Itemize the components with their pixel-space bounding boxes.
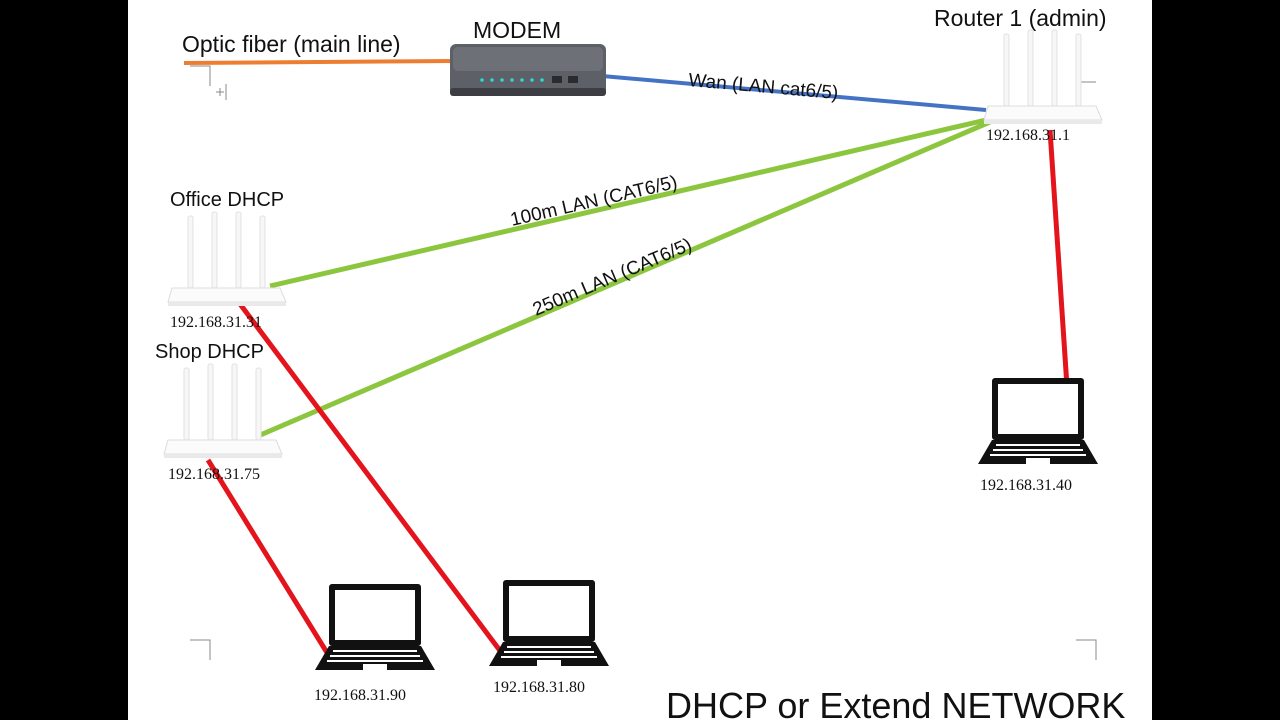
router-shop-icon [163,363,283,459]
shop-label: Shop DHCP [155,341,264,363]
router-admin-icon [983,29,1103,125]
router-admin-label: Router 1 (admin) [934,5,1107,31]
router-admin-ip: 192.168.31.1 [986,127,1070,144]
laptop-40-ip: 192.168.31.40 [980,477,1072,494]
wan-cable [601,74,987,112]
modem-label: MODEM [473,17,561,43]
shop-ip: 192.168.31.75 [168,466,260,483]
footer-title: DHCP or Extend NETWORK [666,685,1125,720]
client-cable-shop [205,458,337,666]
network-diagram: Optic fiber (main line) MODEM Router 1 (… [155,5,1125,720]
link-250m-label: 250m LAN (CAT6/5) [530,235,695,321]
laptop-80-ip: 192.168.31.80 [493,679,585,696]
fiber-label: Optic fiber (main line) [182,31,401,57]
laptop-90-ip: 192.168.31.90 [314,687,406,704]
office-ip: 192.168.31.31 [170,314,262,331]
lan-cable-100m [269,117,987,289]
modem-icon [450,44,606,96]
router-office-icon [167,211,287,307]
laptop-40-icon [978,378,1098,464]
office-label: Office DHCP [170,189,284,211]
wan-label: Wan (LAN cat6/5) [688,70,840,104]
fiber-cable [183,59,454,65]
lan-cable-250m [257,119,991,439]
laptop-90-icon [315,584,435,670]
link-100m-label: 100m LAN (CAT6/5) [508,172,679,231]
diagram-canvas: Optic fiber (main line) MODEM Router 1 (… [128,0,1152,720]
client-cable-office [238,302,506,658]
page-corner-marks [190,65,1097,660]
laptop-80-icon [489,580,609,666]
